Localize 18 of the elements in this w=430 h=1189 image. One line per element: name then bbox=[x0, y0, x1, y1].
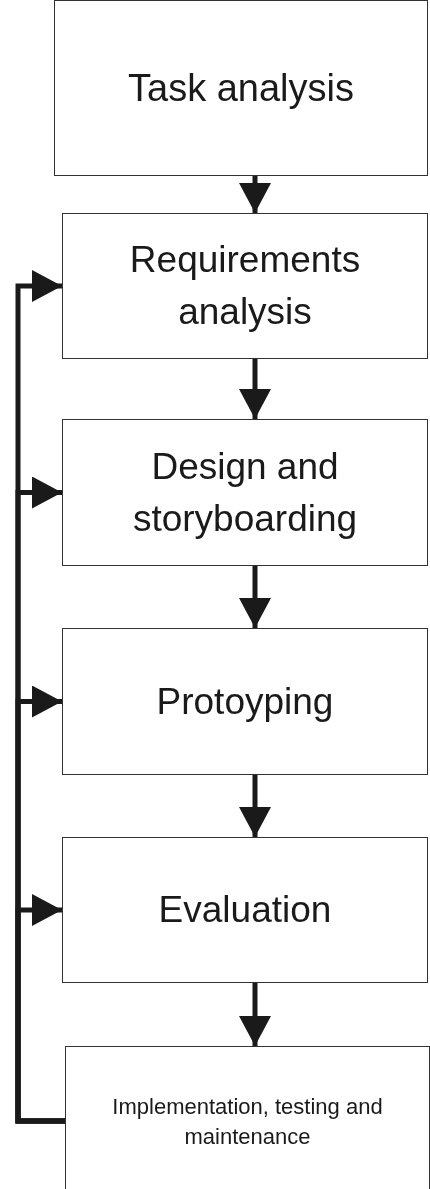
process-box bbox=[62, 837, 428, 983]
box-label: Design and storyboarding bbox=[131, 444, 359, 541]
arrow bbox=[239, 775, 271, 837]
process-box bbox=[65, 1046, 430, 1189]
process-box bbox=[54, 0, 428, 176]
process-box bbox=[62, 213, 428, 359]
process-box bbox=[62, 419, 428, 566]
arrow bbox=[239, 359, 271, 419]
box-label: Evaluation bbox=[158, 888, 332, 932]
arrow bbox=[15, 894, 65, 1124]
box-label: Implementation, testing and maintenance bbox=[111, 1092, 384, 1151]
box-label: Protoyping bbox=[156, 679, 334, 724]
arrow bbox=[239, 176, 271, 213]
arrow bbox=[239, 566, 271, 628]
process-box bbox=[62, 628, 428, 775]
box-label: Requirements analysis bbox=[128, 238, 362, 334]
arrow bbox=[239, 983, 271, 1046]
box-label: Task analysis bbox=[128, 66, 354, 111]
